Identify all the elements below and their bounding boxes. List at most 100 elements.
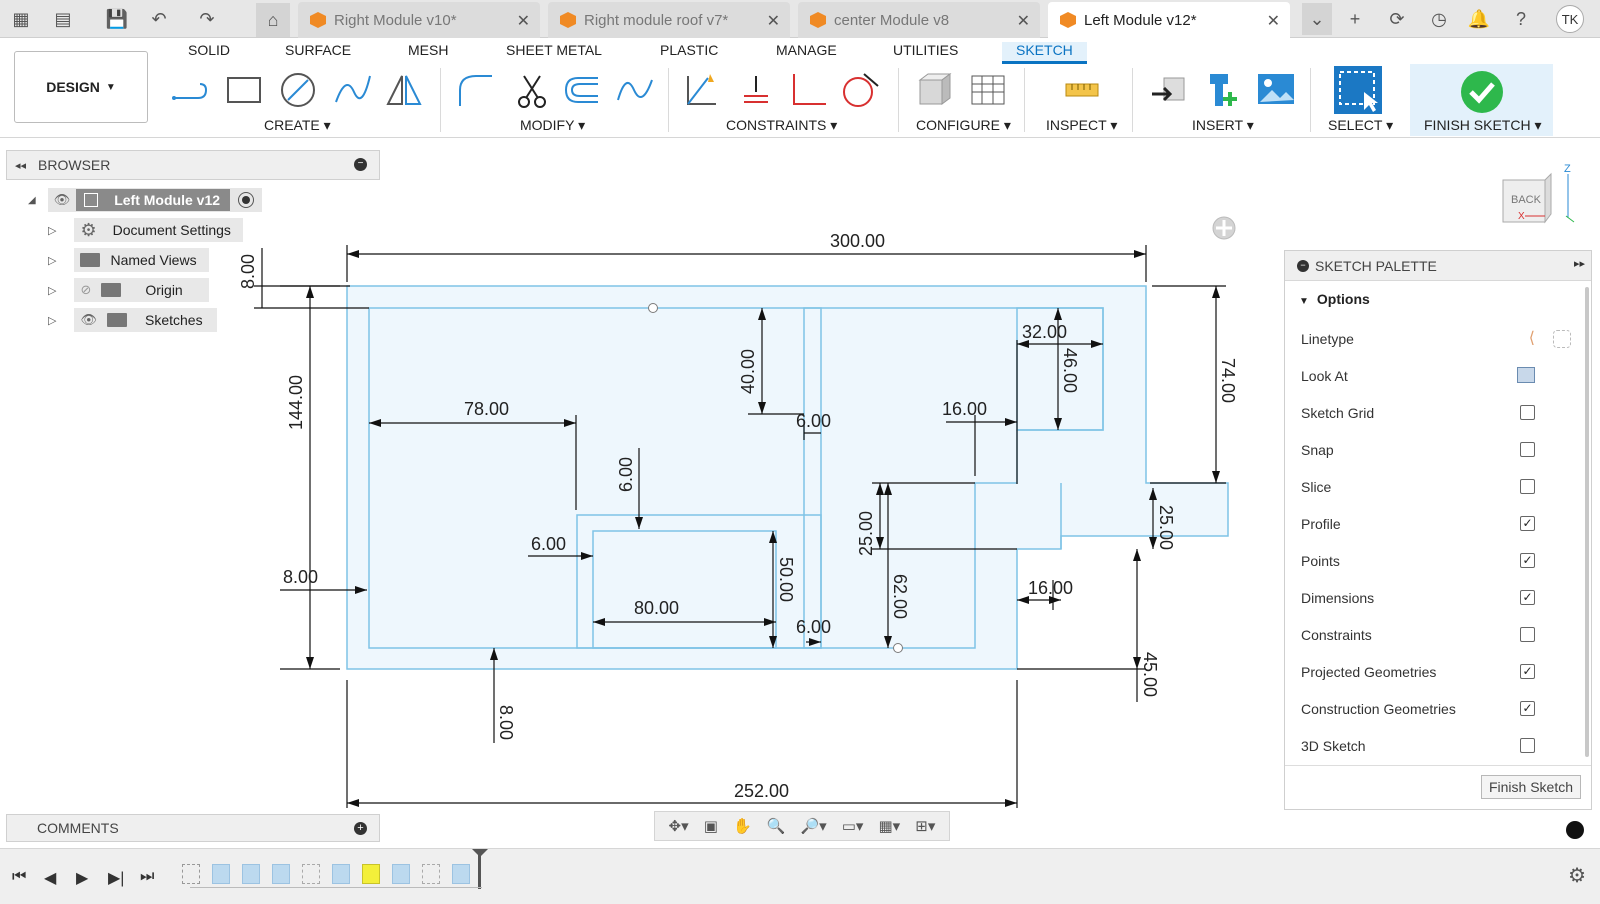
timeline-feature[interactable] <box>212 864 230 884</box>
dimension-label[interactable]: 6.00 <box>616 457 636 492</box>
play-icon[interactable]: ▶ <box>76 870 89 887</box>
browser-root[interactable]: 👁 Left Module v12 <box>47 188 263 212</box>
group-modify[interactable]: MODIFY ▾ <box>520 117 586 133</box>
tab-utilities[interactable]: UTILITIES <box>893 42 959 58</box>
timeline-feature[interactable] <box>392 864 410 884</box>
sketch-inner-box[interactable] <box>592 530 777 649</box>
timeline-feature[interactable] <box>272 864 290 884</box>
avatar[interactable]: TK <box>1556 5 1584 33</box>
timeline-marker[interactable] <box>478 849 481 889</box>
configuration-table-icon[interactable] <box>968 70 1008 110</box>
dimension-label[interactable]: 300.00 <box>830 231 885 251</box>
fillet-icon[interactable] <box>454 70 494 110</box>
bell-icon[interactable]: 🔔 <box>1467 8 1491 29</box>
app-grid-icon[interactable]: ▦ <box>12 8 30 29</box>
pan-icon[interactable]: ✋ <box>732 818 752 835</box>
points-checkbox[interactable]: ✓ <box>1520 553 1535 568</box>
radio-icon[interactable] <box>238 192 255 208</box>
minimize-icon[interactable]: − <box>354 158 367 171</box>
change-parameters-icon[interactable] <box>914 70 954 110</box>
chevron-down-icon[interactable]: ⌄ <box>1302 3 1332 35</box>
measure-icon[interactable] <box>1062 70 1102 110</box>
browser-item-origin[interactable]: ▷ ⊘ Origin <box>48 278 209 302</box>
group-constraints[interactable]: CONSTRAINTS ▾ <box>726 117 838 133</box>
orbit-icon[interactable]: ✥▾ <box>668 818 689 835</box>
timeline-feature[interactable] <box>242 864 260 884</box>
dimension-label[interactable]: 45.00 <box>1140 652 1160 697</box>
options-section[interactable]: ▼Options <box>1299 291 1370 307</box>
dimension-label[interactable]: 6.00 <box>796 411 831 431</box>
sketch-grid-checkbox[interactable] <box>1520 405 1535 420</box>
group-create[interactable]: CREATE ▾ <box>264 117 331 133</box>
sketch-drawing[interactable]: 300.00 8.00 144.00 78.00 40.00 6.00 32.0… <box>0 139 1600 846</box>
expand-triangle-icon[interactable]: ▷ <box>48 224 57 237</box>
3d-sketch-checkbox[interactable] <box>1520 738 1535 753</box>
dimension-label[interactable]: 46.00 <box>1060 348 1080 393</box>
timeline-feature[interactable] <box>302 864 320 884</box>
dimension-icon[interactable] <box>682 70 722 110</box>
grid-settings-icon[interactable]: ▦▾ <box>878 818 901 835</box>
tab-solid[interactable]: SOLID <box>188 42 231 58</box>
dimension-label[interactable]: 16.00 <box>942 399 987 419</box>
tab-surface[interactable]: SURFACE <box>285 42 352 58</box>
display-settings-icon[interactable]: ▭▾ <box>841 818 864 835</box>
dimension-label[interactable]: 8.00 <box>283 567 318 587</box>
dimension-label[interactable]: 6.00 <box>531 534 566 554</box>
eye-hidden-icon[interactable]: ⊘ <box>80 282 92 297</box>
spline-icon[interactable] <box>332 70 372 110</box>
tab-sketch[interactable]: SKETCH <box>1002 42 1087 64</box>
expand-panel-icon[interactable]: ▸▸ <box>1573 258 1585 270</box>
zoom-icon[interactable]: 🔍 <box>766 818 786 835</box>
dimension-label[interactable]: 50.00 <box>776 557 796 602</box>
viewports-icon[interactable]: ⊞▾ <box>915 818 936 835</box>
close-icon[interactable]: ✕ <box>766 13 780 30</box>
tab-right-module-roof[interactable]: Right module roof v7* ✕ <box>548 2 790 38</box>
close-icon[interactable]: ✕ <box>1266 13 1280 30</box>
trim-icon[interactable] <box>512 70 552 110</box>
sketch-point[interactable] <box>893 643 903 653</box>
browser-panel-header[interactable]: ◂◂ BROWSER − <box>6 150 380 180</box>
go-to-start-icon[interactable]: ⏮ <box>12 868 27 885</box>
profile-checkbox[interactable]: ✓ <box>1520 516 1535 531</box>
mirror-icon[interactable] <box>384 70 424 110</box>
help-icon[interactable]: ? <box>1515 8 1526 29</box>
construction-linetype-icon[interactable]: ⟨ <box>1528 330 1535 347</box>
viewcube-face[interactable]: BACK <box>1511 194 1542 206</box>
palette-header[interactable]: − SKETCH PALETTE ▸▸ <box>1285 251 1591 281</box>
fit-curve-icon[interactable] <box>614 70 654 110</box>
dimension-label[interactable]: 40.00 <box>738 349 758 394</box>
timeline-feature[interactable] <box>182 864 200 884</box>
browser-item-document-settings[interactable]: ▷ ⚙ Document Settings <box>48 218 243 242</box>
look-at-icon[interactable] <box>1517 367 1535 383</box>
coincident-icon[interactable] <box>736 70 776 110</box>
offset-icon[interactable] <box>562 70 602 110</box>
insert-canvas-icon[interactable] <box>1256 70 1296 110</box>
dimensions-checkbox[interactable]: ✓ <box>1520 590 1535 605</box>
eye-icon[interactable]: 👁 <box>53 192 71 207</box>
dimension-label[interactable]: 252.00 <box>734 781 789 801</box>
snap-checkbox[interactable] <box>1520 442 1535 457</box>
timeline-marker-head[interactable] <box>472 849 488 857</box>
expand-triangle-icon[interactable]: ▷ <box>48 284 57 297</box>
dimension-label[interactable]: 74.00 <box>1218 358 1238 403</box>
dimension-label[interactable]: 144.00 <box>286 375 306 430</box>
undo-icon[interactable]: ↶ <box>151 8 167 29</box>
home-icon[interactable]: ⌂ <box>256 3 290 37</box>
comments-panel[interactable]: COMMENTS + <box>6 814 380 842</box>
go-to-end-icon[interactable]: ⏭ <box>140 868 155 885</box>
close-icon[interactable]: ✕ <box>1016 13 1030 30</box>
perpendicular-icon[interactable] <box>788 70 828 110</box>
redo-icon[interactable]: ↷ <box>199 8 215 29</box>
insert-mcmaster-icon[interactable] <box>1202 70 1242 110</box>
dimension-label[interactable]: 78.00 <box>464 399 509 419</box>
step-forward-icon[interactable]: ▶| <box>108 870 125 887</box>
timeline-feature[interactable] <box>422 864 440 884</box>
new-tab-icon[interactable]: + <box>1349 8 1361 29</box>
expand-triangle-icon[interactable]: ▷ <box>48 254 57 267</box>
extensions-icon[interactable]: ⟳ <box>1389 8 1405 29</box>
slice-checkbox[interactable] <box>1520 479 1535 494</box>
minimize-icon[interactable]: − <box>1297 259 1309 272</box>
dimension-label[interactable]: 8.00 <box>496 705 516 740</box>
dimension-label[interactable]: 32.00 <box>1022 322 1067 342</box>
gear-icon[interactable]: ⚙ <box>1568 865 1586 887</box>
